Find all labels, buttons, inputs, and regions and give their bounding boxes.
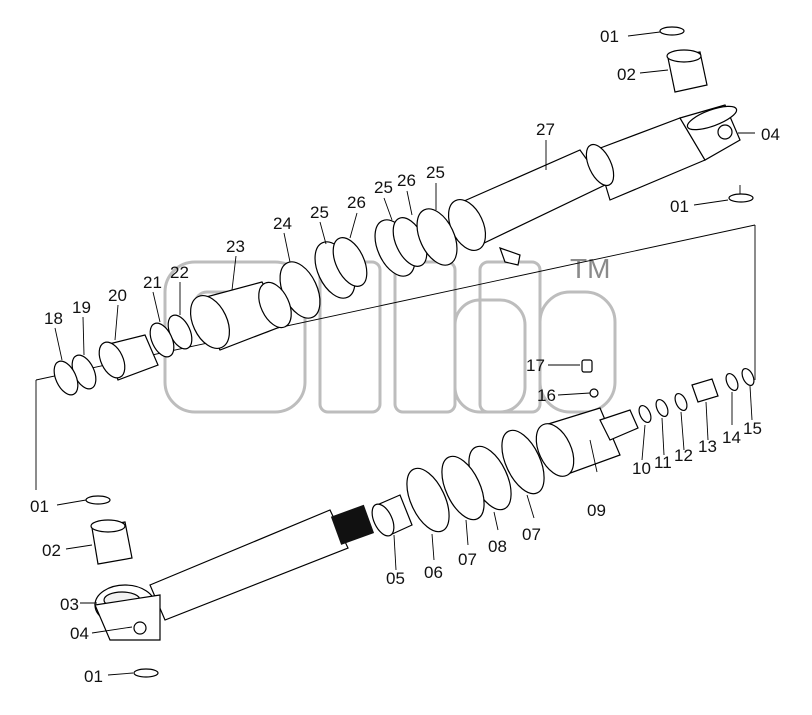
callout-13: 13 (698, 437, 717, 456)
grease-fitting-16-17 (581, 359, 599, 398)
cylinder-barrel-part-27 (447, 104, 741, 266)
callout-17: 17 (526, 356, 545, 375)
piston-part-09 (535, 367, 755, 477)
callout-21: 21 (143, 273, 162, 292)
callout-22: 22 (170, 263, 189, 282)
callout-23: 23 (226, 237, 245, 256)
callout-19: 19 (72, 298, 91, 317)
callout-02: 02 (617, 65, 636, 84)
piston-rod (94, 504, 375, 641)
seal-rings-24-26 (279, 208, 458, 319)
lower-bushing-part-02 (85, 495, 159, 678)
callout-02: 02 (42, 541, 61, 560)
callout-16: 16 (537, 386, 556, 405)
callout-15: 15 (743, 419, 762, 438)
left-seals-18-22 (53, 314, 193, 396)
upper-bushing-part-02 (659, 26, 754, 203)
gland-part-23 (189, 281, 292, 351)
callout-07: 07 (458, 550, 477, 569)
callout-14: 14 (722, 428, 741, 447)
callout-18: 18 (44, 309, 63, 328)
callout-11: 11 (654, 453, 672, 472)
callout-08: 08 (488, 537, 507, 556)
callout-12: 12 (674, 446, 693, 465)
callout-01: 01 (84, 667, 103, 686)
callout-09: 09 (587, 501, 606, 520)
callout-06: 06 (424, 563, 443, 582)
callout-04: 04 (70, 624, 89, 643)
callout-labels: 01 02 04 01 27 25 26 25 26 25 24 23 22 2… (30, 27, 780, 686)
callout-24: 24 (273, 214, 292, 233)
callout-25: 25 (426, 163, 445, 182)
watermark-trademark: TM (570, 253, 610, 284)
callout-04: 04 (761, 125, 780, 144)
callout-01: 01 (600, 27, 619, 46)
callout-26: 26 (397, 171, 416, 190)
callout-26: 26 (347, 193, 366, 212)
callout-20: 20 (108, 286, 127, 305)
guide-lines (35, 185, 756, 490)
callout-10: 10 (632, 459, 651, 478)
callout-01: 01 (30, 497, 49, 516)
callout-07: 07 (522, 525, 541, 544)
callout-25: 25 (310, 203, 329, 222)
callout-25: 25 (374, 178, 393, 197)
callout-01: 01 (670, 197, 689, 216)
callout-03: 03 (60, 595, 79, 614)
leader-lines (54, 31, 755, 676)
lower-seals-05-08 (371, 429, 545, 537)
callout-27: 27 (536, 120, 555, 139)
callout-05: 05 (386, 569, 405, 588)
